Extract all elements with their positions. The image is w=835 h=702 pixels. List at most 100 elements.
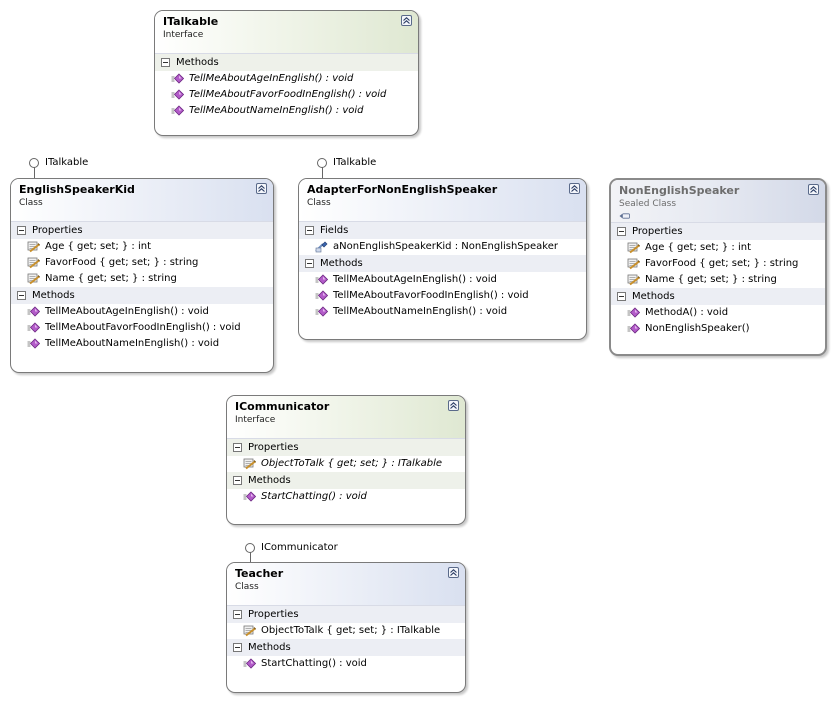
english-speaker-kid-collapse-button[interactable]: [256, 183, 267, 194]
sealed-class-icon: [619, 213, 630, 219]
method-icon: [171, 73, 184, 85]
methods-label: Methods: [248, 642, 291, 653]
method-item[interactable]: TellMeAboutAgeInEnglish() : void: [11, 304, 273, 320]
english-speaker-kid-properties-section[interactable]: Properties: [11, 222, 273, 239]
property-label: Name { get; set; } : string: [45, 273, 177, 284]
teacher-class-shape[interactable]: Teacher Class Properties ObjectToTalk { …: [226, 562, 466, 693]
property-label: Name { get; set; } : string: [645, 274, 777, 285]
lollipop-stem: [250, 552, 251, 563]
italkable-kind: Interface: [163, 30, 204, 40]
minus-box-icon[interactable]: [233, 643, 242, 652]
field-label: aNonEnglishSpeakerKid : NonEnglishSpeake…: [333, 241, 558, 252]
field-icon: [315, 241, 328, 253]
icommunicator-properties-section[interactable]: Properties: [227, 439, 465, 456]
minus-box-icon[interactable]: [17, 226, 26, 235]
italkable-interface-shape[interactable]: ITalkable Interface Methods TellMeAboutA…: [154, 10, 419, 136]
minus-box-icon[interactable]: [305, 226, 314, 235]
teacher-name: Teacher: [235, 567, 284, 580]
method-icon: [315, 274, 328, 286]
method-item[interactable]: TellMeAboutNameInEnglish() : void: [299, 304, 586, 320]
adapter-fields-section[interactable]: Fields: [299, 222, 586, 239]
method-icon: [315, 306, 328, 318]
adapter-lollipop[interactable]: ITalkable: [317, 157, 376, 168]
property-label: ObjectToTalk { get; set; } : ITalkable: [261, 625, 441, 636]
method-label: TellMeAboutFavorFoodInEnglish() : void: [45, 322, 241, 333]
teacher-collapse-button[interactable]: [448, 567, 459, 578]
method-icon: [243, 658, 256, 670]
properties-label: Properties: [32, 225, 83, 236]
teacher-lollipop[interactable]: ICommunicator: [245, 542, 338, 553]
english-speaker-kid-header: EnglishSpeakerKid Class: [11, 179, 273, 222]
italkable-method-item[interactable]: TellMeAboutFavorFoodInEnglish() : void: [155, 87, 418, 103]
teacher-methods-section[interactable]: Methods: [227, 639, 465, 656]
method-label: TellMeAboutFavorFoodInEnglish() : void: [189, 89, 387, 100]
property-item[interactable]: Age { get; set; } : int: [611, 240, 825, 256]
method-icon: [627, 307, 640, 319]
english-speaker-kid-methods-section[interactable]: Methods: [11, 287, 273, 304]
method-item[interactable]: StartChatting() : void: [227, 489, 465, 505]
property-item[interactable]: ObjectToTalk { get; set; } : ITalkable: [227, 623, 465, 639]
method-item[interactable]: NonEnglishSpeaker(): [611, 321, 825, 337]
method-icon: [171, 105, 184, 117]
english-speaker-kid-lollipop[interactable]: ITalkable: [29, 157, 88, 168]
italkable-method-item[interactable]: TellMeAboutAgeInEnglish() : void: [155, 71, 418, 87]
minus-box-icon[interactable]: [305, 259, 314, 268]
icommunicator-methods-section[interactable]: Methods: [227, 472, 465, 489]
double-chevron-up-icon: [809, 185, 818, 194]
method-label: TellMeAboutNameInEnglish() : void: [45, 338, 220, 349]
non-english-speaker-collapse-button[interactable]: [808, 184, 819, 195]
non-english-speaker-kind: Sealed Class: [619, 199, 677, 209]
interface-lollipop-icon: [29, 157, 39, 168]
minus-box-icon[interactable]: [617, 227, 626, 236]
minus-box-icon[interactable]: [233, 610, 242, 619]
method-item[interactable]: StartChatting() : void: [227, 656, 465, 672]
method-label: TellMeAboutNameInEnglish() : void: [189, 105, 364, 116]
method-item[interactable]: TellMeAboutFavorFoodInEnglish() : void: [11, 320, 273, 336]
method-label: TellMeAboutAgeInEnglish() : void: [189, 73, 354, 84]
property-label: Age { get; set; } : int: [645, 242, 751, 253]
italkable-methods-section[interactable]: Methods: [155, 54, 418, 71]
italkable-collapse-button[interactable]: [401, 15, 412, 26]
adapter-collapse-button[interactable]: [569, 183, 580, 194]
methods-label: Methods: [320, 258, 363, 269]
icommunicator-name: ICommunicator: [235, 400, 330, 413]
non-english-speaker-methods-section[interactable]: Methods: [611, 288, 825, 305]
minus-box-icon[interactable]: [233, 476, 242, 485]
non-english-speaker-properties-section[interactable]: Properties: [611, 223, 825, 240]
method-icon: [315, 290, 328, 302]
property-item[interactable]: Age { get; set; } : int: [11, 239, 273, 255]
icommunicator-collapse-button[interactable]: [448, 400, 459, 411]
minus-box-icon[interactable]: [17, 291, 26, 300]
icommunicator-interface-shape[interactable]: ICommunicator Interface Properties Objec…: [226, 395, 466, 525]
method-item[interactable]: TellMeAboutAgeInEnglish() : void: [299, 272, 586, 288]
property-item[interactable]: Name { get; set; } : string: [11, 271, 273, 287]
property-icon: [27, 257, 40, 269]
property-item[interactable]: FavorFood { get; set; } : string: [611, 256, 825, 272]
adapter-header: AdapterForNonEnglishSpeaker Class: [299, 179, 586, 222]
english-speaker-kid-class-shape[interactable]: EnglishSpeakerKid Class Properties Age {…: [10, 178, 274, 373]
method-item[interactable]: TellMeAboutNameInEnglish() : void: [11, 336, 273, 352]
minus-box-icon[interactable]: [161, 58, 170, 67]
property-icon: [243, 625, 256, 637]
property-item[interactable]: Name { get; set; } : string: [611, 272, 825, 288]
adapter-class-shape[interactable]: AdapterForNonEnglishSpeaker Class Fields…: [298, 178, 587, 340]
italkable-method-item[interactable]: TellMeAboutNameInEnglish() : void: [155, 103, 418, 119]
icommunicator-kind: Interface: [235, 415, 276, 425]
property-item[interactable]: ObjectToTalk { get; set; } : ITalkable: [227, 456, 465, 472]
method-label: TellMeAboutAgeInEnglish() : void: [45, 306, 209, 317]
lollipop-stem: [34, 167, 35, 179]
non-english-speaker-class-shape[interactable]: NonEnglishSpeaker Sealed Class Propertie…: [609, 178, 827, 356]
adapter-methods-section[interactable]: Methods: [299, 255, 586, 272]
minus-box-icon[interactable]: [617, 292, 626, 301]
method-item[interactable]: TellMeAboutFavorFoodInEnglish() : void: [299, 288, 586, 304]
double-chevron-up-icon: [449, 401, 458, 410]
minus-box-icon[interactable]: [233, 443, 242, 452]
method-icon: [27, 338, 40, 350]
method-item[interactable]: MethodA() : void: [611, 305, 825, 321]
property-item[interactable]: FavorFood { get; set; } : string: [11, 255, 273, 271]
methods-label: Methods: [248, 475, 291, 486]
teacher-properties-section[interactable]: Properties: [227, 606, 465, 623]
methods-label: Methods: [32, 290, 75, 301]
field-item[interactable]: aNonEnglishSpeakerKid : NonEnglishSpeake…: [299, 239, 586, 255]
double-chevron-up-icon: [402, 16, 411, 25]
